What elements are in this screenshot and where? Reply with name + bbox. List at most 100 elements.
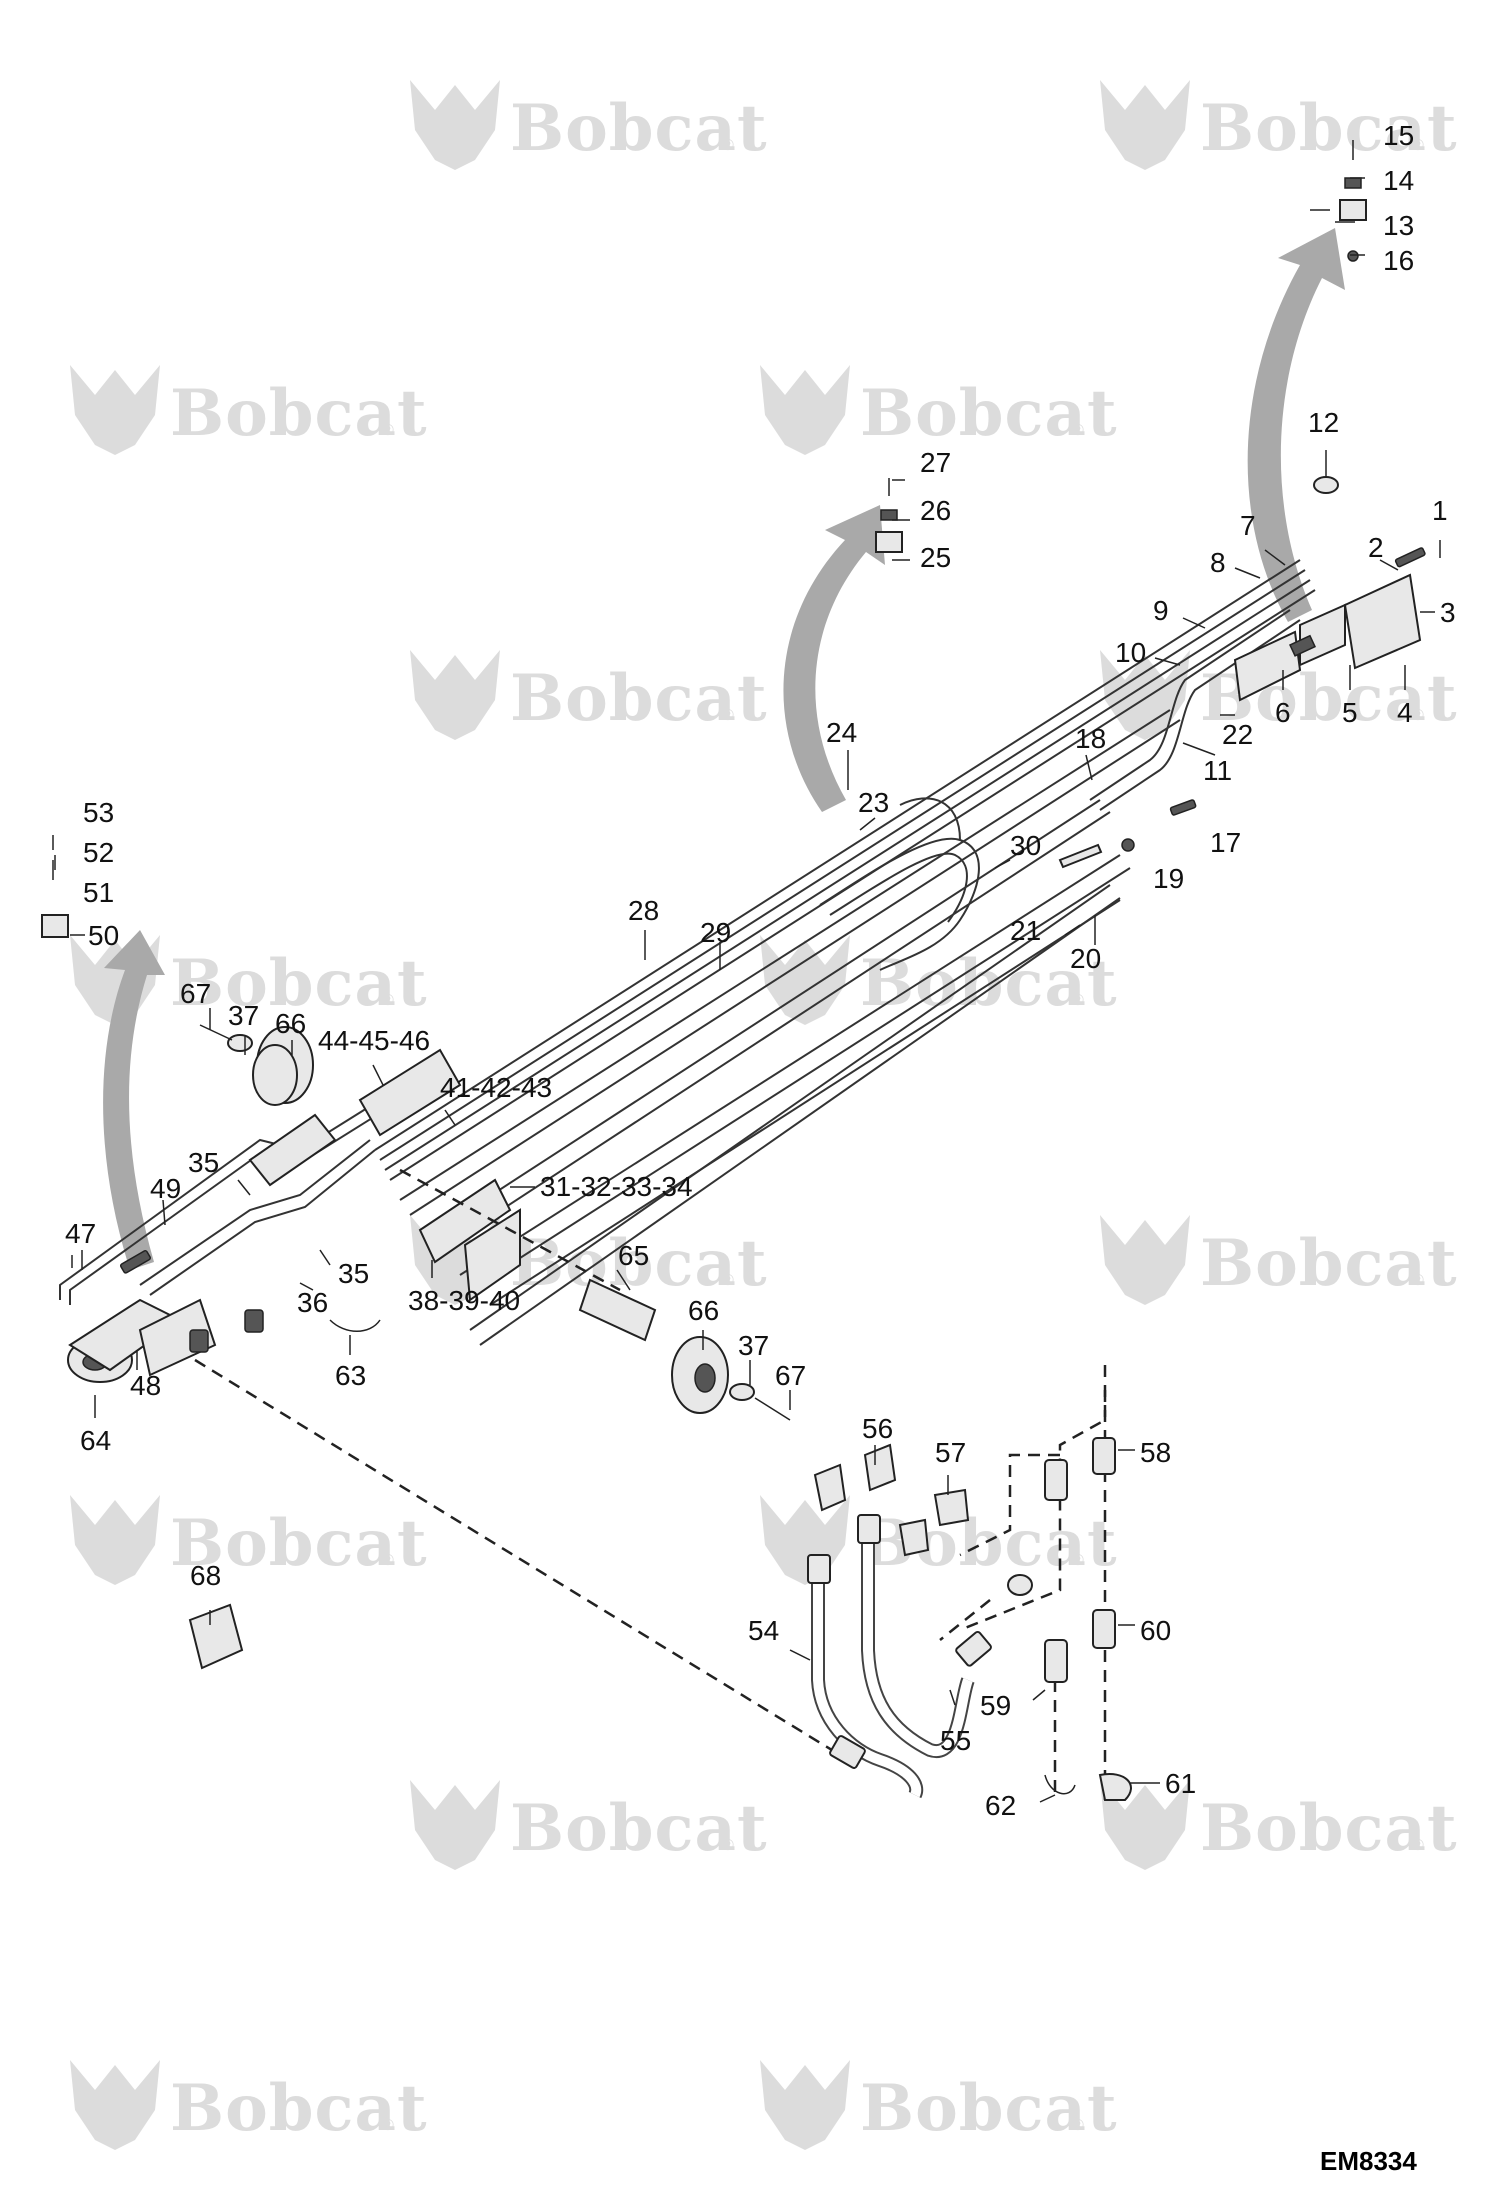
callout-6: 6 [1275, 697, 1291, 728]
registered-mark: ® [722, 137, 734, 154]
callout-26: 26 [920, 495, 951, 526]
callout-37-lower: 37 [738, 1330, 769, 1361]
bobcat-watermark: Bobcat® [1100, 1215, 1458, 1305]
boom-end-block [1233, 573, 1422, 702]
bobcat-watermark: Bobcat® [760, 2060, 1118, 2150]
callout-54: 54 [748, 1615, 779, 1646]
callout-8: 8 [1210, 547, 1226, 578]
callout-18: 18 [1075, 723, 1106, 754]
callout-55: 55 [940, 1725, 971, 1756]
callout-3: 3 [1440, 597, 1456, 628]
callout-21: 21 [1010, 915, 1041, 946]
callout-57: 57 [935, 1437, 966, 1468]
callout-68: 68 [190, 1560, 221, 1591]
clamp-detail-top-right [1339, 140, 1367, 262]
registered-mark: ® [722, 1837, 734, 1854]
cylinder-assembly [67, 1048, 521, 1383]
registered-mark: ® [382, 992, 394, 1009]
registered-mark: ® [1072, 422, 1084, 439]
nut [1121, 838, 1135, 852]
bobcat-watermark: Bobcat® [760, 935, 1117, 1025]
callout-4: 4 [1397, 697, 1413, 728]
callout-44-46: 44-45-46 [318, 1025, 430, 1056]
callout-38-40: 38-39-40 [408, 1285, 520, 1316]
bobcat-watermark-text: Bobcat [170, 946, 428, 1021]
pipe-clip [1058, 843, 1103, 869]
callout-29: 29 [700, 917, 731, 948]
callout-53: 53 [83, 797, 114, 828]
bobcat-watermark-text: Bobcat [510, 91, 768, 166]
bobcat-logo-icon [760, 935, 850, 1025]
bobcat-watermark-text: Bobcat [860, 1506, 1118, 1581]
bobcat-watermark-text: Bobcat [170, 2071, 428, 2146]
registered-mark: ® [1072, 1552, 1084, 1569]
registered-mark: ® [1412, 1272, 1424, 1289]
bobcat-logo-icon [760, 365, 850, 455]
bobcat-watermark: Bobcat® [1100, 650, 1457, 740]
registered-mark: ® [1412, 707, 1424, 724]
callout-22: 22 [1222, 719, 1253, 750]
callout-64: 64 [80, 1425, 111, 1456]
callout-27: 27 [920, 447, 951, 478]
callout-19: 19 [1153, 863, 1184, 894]
bolt [1169, 799, 1197, 816]
registered-mark: ® [382, 2117, 394, 2134]
callout-41-43: 41-42-43 [440, 1072, 552, 1103]
callout-59: 59 [980, 1690, 1011, 1721]
callout-15: 15 [1383, 120, 1414, 151]
registered-mark: ® [722, 1272, 734, 1289]
callout-13: 13 [1383, 210, 1414, 241]
bobcat-logo-icon [410, 80, 500, 170]
clamp-detail-middle [875, 478, 903, 553]
callout-35-upper: 35 [188, 1147, 219, 1178]
callout-9: 9 [1153, 595, 1169, 626]
decal-plate [188, 1603, 244, 1670]
detail-arrow-middle [783, 505, 885, 812]
bobcat-watermark: Bobcat® [1100, 1780, 1457, 1870]
bobcat-logo-icon [70, 1495, 160, 1585]
registered-mark: ® [382, 1552, 394, 1569]
callout-66-upper: 66 [275, 1008, 306, 1039]
registered-mark: ® [722, 707, 734, 724]
callout-62: 62 [985, 1790, 1016, 1821]
bobcat-logo-icon [410, 1780, 500, 1870]
callout-67-lower: 67 [775, 1360, 806, 1391]
detail-arrow-top-right [1247, 228, 1345, 622]
boom-pipe-assembly [59, 559, 1316, 1346]
callout-31-34: 31-32-33-34 [540, 1171, 693, 1202]
callout-36: 36 [297, 1287, 328, 1318]
callout-30: 30 [1010, 830, 1041, 861]
bobcat-logo-icon [70, 365, 160, 455]
bobcat-logo-icon [1100, 1215, 1190, 1305]
detail-arrow-left [103, 930, 165, 1270]
callout-2: 2 [1368, 532, 1384, 563]
bobcat-watermark: Bobcat® [410, 80, 768, 170]
callout-14: 14 [1383, 165, 1414, 196]
bobcat-watermark-text: Bobcat [1200, 1226, 1458, 1301]
watermark-layer: Bobcat®Bobcat®Bobcat®Bobcat®Bobcat®Bobca… [70, 80, 1458, 2150]
callout-12: 12 [1308, 407, 1339, 438]
drawing-code: EM8334 [1320, 2146, 1417, 2176]
callout-35-lower: 35 [338, 1258, 369, 1289]
callout-16: 16 [1383, 245, 1414, 276]
bushing-upper [199, 1024, 314, 1106]
callout-48: 48 [130, 1370, 161, 1401]
bobcat-watermark-text: Bobcat [510, 1791, 768, 1866]
bobcat-logo-icon [760, 1495, 850, 1585]
callout-leaders [54, 177, 1441, 1803]
bobcat-logo-icon [1100, 80, 1190, 170]
bobcat-watermark-text: Bobcat [860, 376, 1118, 451]
registered-mark: ® [1072, 2117, 1084, 2134]
callout-28: 28 [628, 895, 659, 926]
registered-mark: ® [1412, 1837, 1424, 1854]
bobcat-watermark: Bobcat® [1100, 80, 1457, 170]
bobcat-logo-icon [70, 2060, 160, 2150]
callout-5: 5 [1342, 697, 1358, 728]
bobcat-logo-icon [1100, 650, 1190, 740]
bobcat-watermark-text: Bobcat [860, 2071, 1118, 2146]
bobcat-watermark: Bobcat® [70, 365, 427, 455]
hose-assembly [807, 1437, 1132, 1801]
bobcat-logo-icon [410, 650, 500, 740]
